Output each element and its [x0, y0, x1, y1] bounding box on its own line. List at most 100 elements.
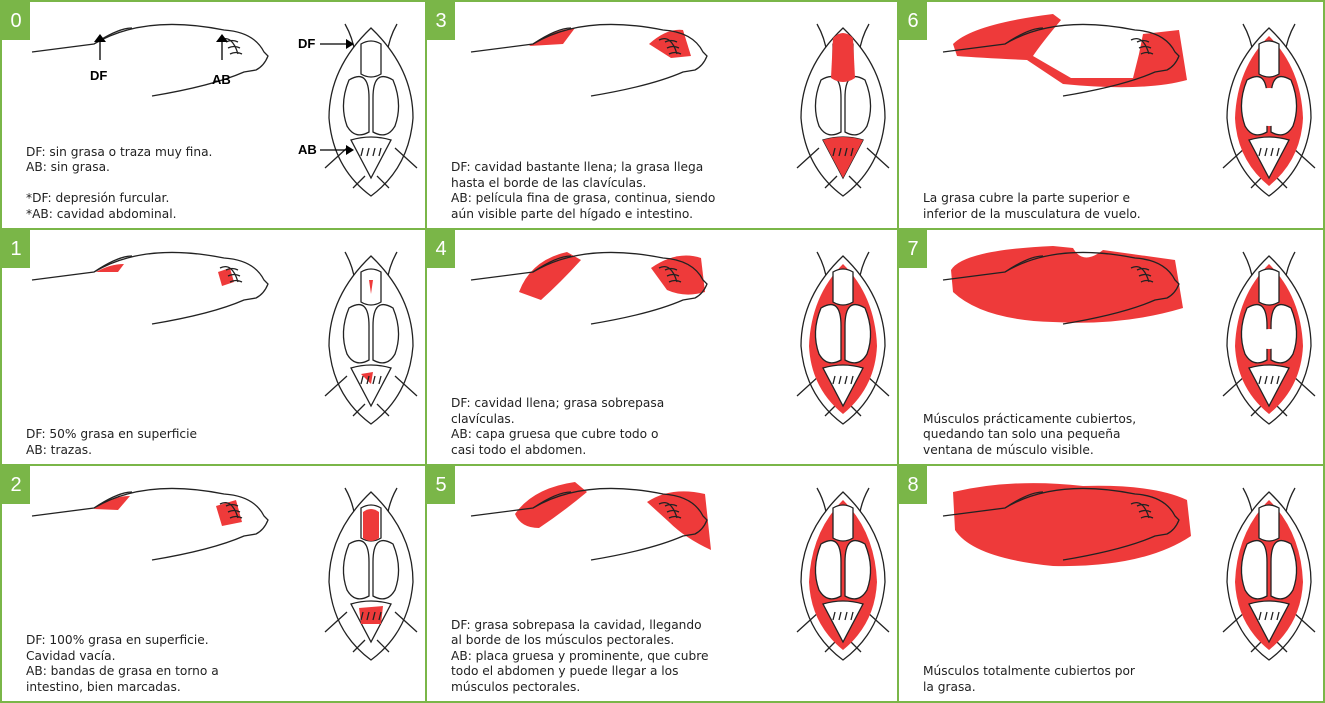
pectoral-right	[373, 541, 399, 599]
description-line: la grasa.	[923, 680, 976, 694]
pectoral-left	[815, 541, 841, 599]
side-view	[32, 24, 268, 96]
description-line: AB: bandas de grasa en torno a	[26, 664, 219, 678]
bird-side-outline	[32, 252, 268, 324]
pectoral-right	[845, 541, 871, 599]
pectoral-left	[343, 541, 369, 599]
ventral-view	[1223, 488, 1315, 660]
pectoral-left	[815, 305, 841, 363]
bird-side-outline	[32, 24, 268, 96]
description-line: AB: placa gruesa y prominente, que cubre	[451, 649, 708, 663]
ventral-view	[325, 24, 417, 196]
description-line: DF: cavidad llena; grasa sobrepasa	[451, 396, 664, 410]
pectoral-left	[1241, 541, 1267, 599]
description-line: AB: trazas.	[26, 443, 92, 457]
description-line: DF: cavidad bastante llena; la grasa lle…	[451, 160, 703, 174]
panel-description: La grasa cubre la parte superior e inferi…	[923, 191, 1203, 222]
panel-description: DF: 100% grasa en superficie. Cavidad vac…	[26, 633, 306, 695]
furcula-outline	[361, 41, 381, 77]
fat-df	[831, 33, 855, 82]
fat-score-panel-0: 0DFABDFABDF: sin grasa o traza muy fina.…	[0, 0, 427, 230]
pectoral-left	[815, 77, 841, 135]
side-view	[32, 252, 268, 324]
description-line: hasta el borde de las clavículas.	[451, 176, 646, 190]
pectoral-right	[373, 77, 399, 135]
side-view	[471, 482, 711, 560]
intestine-marks	[226, 41, 242, 55]
fat-cover	[951, 246, 1183, 323]
ventral-view	[797, 24, 889, 196]
pectoral-right	[1271, 541, 1297, 599]
fat-df-blob	[529, 28, 575, 46]
panel-description: Músculos totalmente cubiertos por la gras…	[923, 664, 1203, 695]
description-line: intestino, bien marcadas.	[26, 680, 181, 694]
df-ventral-label: DF	[298, 36, 315, 51]
ab-label: AB	[212, 72, 231, 87]
fat-cover	[953, 483, 1191, 566]
fat-df-blob	[519, 252, 581, 300]
muscle-window	[1259, 329, 1279, 349]
side-view	[471, 24, 707, 96]
description-line: aún visible parte del hígado e intestino…	[451, 207, 693, 221]
side-view	[32, 488, 268, 560]
description-line: inferior de la musculatura de vuelo.	[923, 207, 1141, 221]
ventral-view	[325, 488, 417, 660]
fat-score-panel-2: 2DF: 100% grasa en superficie.Cavidad va…	[0, 464, 427, 703]
ventral-view	[797, 252, 889, 424]
fat-df	[363, 509, 379, 541]
furcula-outline	[1259, 41, 1279, 77]
pectoral-right	[373, 305, 399, 363]
fat-ab-blob	[647, 491, 711, 550]
pectoral-left	[343, 305, 369, 363]
bird-side-outline	[32, 488, 268, 560]
side-view	[943, 14, 1187, 96]
description-line: Músculos prácticamente cubiertos,	[923, 412, 1136, 426]
pectoral-right	[845, 305, 871, 363]
furcula-outline	[833, 505, 853, 541]
side-view	[471, 252, 707, 324]
description-line: DF: 50% grasa en superficie	[26, 427, 197, 441]
description-line: DF: 100% grasa en superficie.	[26, 633, 209, 647]
side-view	[943, 483, 1191, 566]
panel-description: Músculos prácticamente cubiertos,quedand…	[923, 412, 1203, 458]
muscle-window	[1251, 88, 1287, 126]
ventral-view	[1223, 24, 1315, 196]
furcula-outline	[1259, 269, 1279, 305]
furcula-outline	[833, 269, 853, 305]
description-line: AB: capa gruesa que cubre todo o	[451, 427, 658, 441]
description-line: AB: sin grasa.	[26, 160, 110, 174]
pectoral-left	[343, 77, 369, 135]
description-line: DF: sin grasa o traza muy fina.	[26, 145, 212, 159]
furcula-outline	[1259, 505, 1279, 541]
description-line: todo el abdomen y puede llegar a los	[451, 664, 678, 678]
description-line: quedando tan solo una pequeña	[923, 427, 1121, 441]
panel-description: DF: grasa sobrepasa la cavidad, llegando…	[451, 618, 731, 695]
description-line: casi todo el abdomen.	[451, 443, 586, 457]
description-line: DF: grasa sobrepasa la cavidad, llegando	[451, 618, 702, 632]
pectoral-right	[845, 77, 871, 135]
description-line: ventana de músculo visible.	[923, 443, 1094, 457]
description-line: AB: película fina de grasa, continua, si…	[451, 191, 715, 205]
description-line: clavículas.	[451, 412, 515, 426]
description-line: al borde de los músculos pectorales.	[451, 633, 674, 647]
ventral-view	[1223, 252, 1315, 424]
ventral-view	[325, 252, 417, 424]
description-line: *DF: depresión furcular.	[26, 191, 169, 205]
description-line: La grasa cubre la parte superior e	[923, 191, 1130, 205]
description-line: músculos pectorales.	[451, 680, 580, 694]
description-line: *AB: cavidad abdominal.	[26, 207, 176, 221]
description-line: Músculos totalmente cubiertos por	[923, 664, 1135, 678]
description-line: Cavidad vacía.	[26, 649, 116, 663]
fat-ab-blob	[218, 268, 234, 286]
side-view	[943, 246, 1183, 324]
panel-description: DF: cavidad bastante llena; la grasa lle…	[451, 160, 731, 222]
panel-description: DF: sin grasa o traza muy fina.AB: sin g…	[26, 145, 306, 222]
ab-arrowhead	[216, 34, 228, 42]
